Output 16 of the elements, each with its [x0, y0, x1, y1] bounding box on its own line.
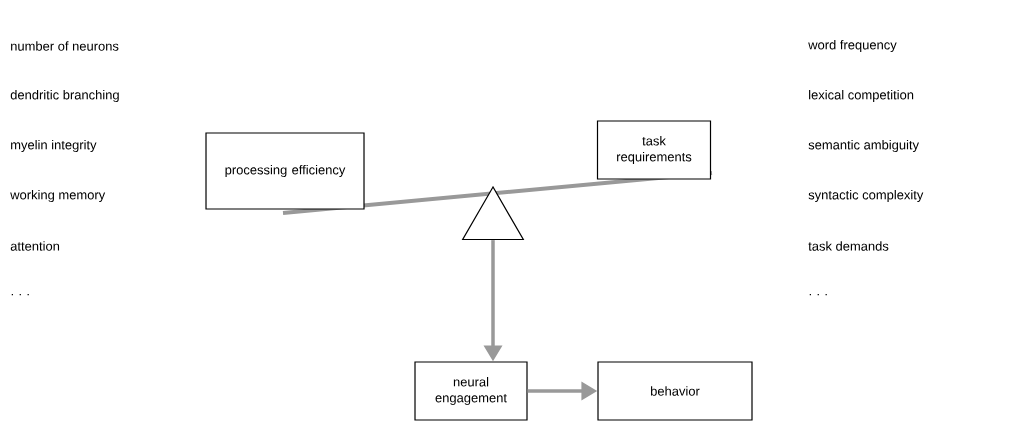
factor-label: lexical competition [809, 89, 914, 103]
factor-label: · · · [809, 293, 827, 296]
factor-label: task demands [808, 241, 889, 251]
factor-label: working memory [10, 189, 106, 203]
factor-label: myelin integrity [11, 139, 97, 153]
factor-label: number of neurons [11, 41, 119, 51]
factor-label: word frequency [808, 39, 897, 53]
factor-label: · · · [11, 293, 29, 296]
process-box: neural engagement [414, 361, 528, 421]
process-box: task requirements [596, 120, 712, 180]
factor-label: attention [10, 241, 60, 251]
factor-label: semantic ambiguity [808, 139, 919, 153]
factor-label: dendritic branching [10, 89, 119, 103]
factor-label: syntactic complexity [808, 189, 924, 203]
process-box: behavior [597, 361, 753, 421]
process-box: processing efficiency [205, 132, 365, 210]
